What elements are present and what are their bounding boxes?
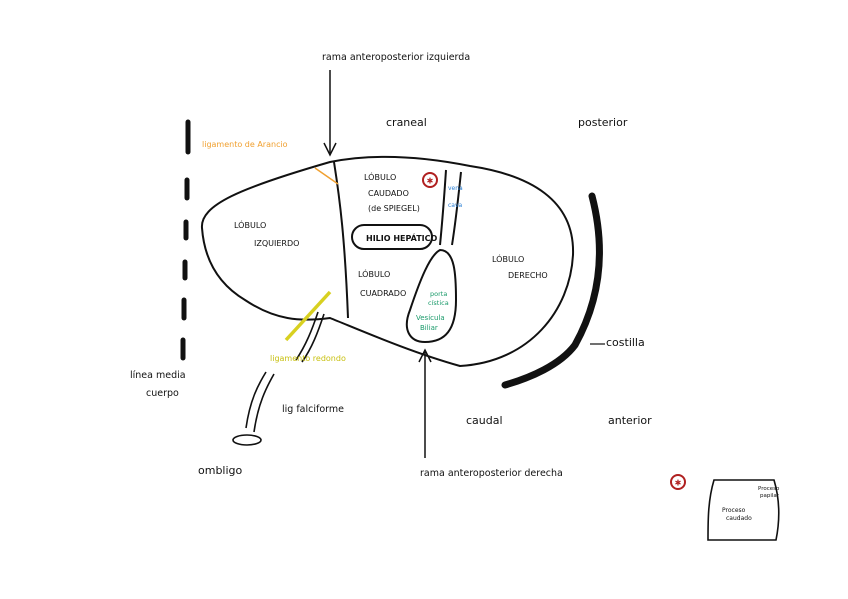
label-vesicula-1: Vesícula bbox=[416, 314, 445, 322]
gallbladder bbox=[405, 248, 458, 344]
label-caudal: caudal bbox=[466, 414, 503, 427]
label-vena-2: cava bbox=[448, 202, 463, 209]
label-top-arrow: rama anteroposterior izquierda bbox=[322, 52, 470, 63]
inset-box bbox=[707, 479, 780, 541]
label-costilla: costilla bbox=[606, 336, 645, 349]
label-proceso-papilar-2: papilar bbox=[760, 493, 780, 499]
liver-outline bbox=[200, 155, 575, 368]
ligament-arancio bbox=[314, 167, 339, 185]
umbilicus bbox=[232, 434, 262, 446]
label-lig-falciforme: lig falciforme bbox=[282, 404, 344, 415]
arrow-left-branch bbox=[323, 70, 337, 157]
label-proceso-papilar-1: Proceso bbox=[758, 486, 780, 492]
label-cuadrado-1: LÓBULO bbox=[358, 268, 390, 279]
label-anterior: anterior bbox=[608, 414, 652, 427]
label-midline-2: cuerpo bbox=[146, 388, 179, 399]
label-lobulo-izq-2: IZQUIERDO bbox=[254, 239, 299, 248]
red-marker-2: ✱ bbox=[670, 474, 686, 490]
left-fissure bbox=[333, 161, 349, 319]
label-caudado-2: CAUDADO bbox=[368, 189, 409, 198]
label-posterior: posterior bbox=[578, 116, 628, 129]
ligament-redondo bbox=[284, 290, 332, 342]
label-proceso-caudado-1: Proceso bbox=[722, 507, 746, 514]
label-vena-1: vena bbox=[448, 185, 463, 192]
red-marker-1: ✱ bbox=[422, 172, 438, 188]
svg-text:✱: ✱ bbox=[675, 479, 682, 488]
midline-dashes bbox=[180, 119, 191, 361]
vena-cava-lines bbox=[439, 169, 462, 246]
label-hilio: HILIO HEPÁTICO bbox=[366, 232, 437, 243]
label-bottom-arrow: rama anteroposterior derecha bbox=[420, 468, 563, 479]
label-derecho-1: LÓBULO bbox=[492, 253, 524, 264]
falciform-lines bbox=[245, 311, 325, 433]
label-cuadrado-2: CUADRADO bbox=[360, 289, 406, 298]
label-craneal: craneal bbox=[386, 116, 427, 129]
hilio-pill bbox=[351, 224, 433, 250]
label-derecho-2: DERECHO bbox=[508, 271, 548, 280]
label-proceso-caudado-2: caudado bbox=[726, 515, 752, 522]
label-lig-arancio: ligamento de Arancio bbox=[202, 140, 288, 149]
rib-curve bbox=[501, 192, 603, 389]
svg-text:✱: ✱ bbox=[427, 177, 434, 186]
label-lig-redondo: ligamento redondo bbox=[270, 354, 346, 363]
label-caudado-3: (de SPIEGEL) bbox=[368, 204, 420, 213]
label-porta-1: porta bbox=[430, 290, 447, 298]
arrow-right-branch bbox=[418, 348, 432, 458]
label-midline-1: línea media bbox=[130, 370, 186, 381]
label-porta-2: cística bbox=[428, 299, 449, 307]
label-vesicula-2: Biliar bbox=[420, 324, 438, 332]
label-ombligo: ombligo bbox=[198, 464, 243, 477]
label-caudado-1: LÓBULO bbox=[364, 171, 396, 182]
label-lobulo-izq-1: LÓBULO bbox=[234, 219, 266, 230]
